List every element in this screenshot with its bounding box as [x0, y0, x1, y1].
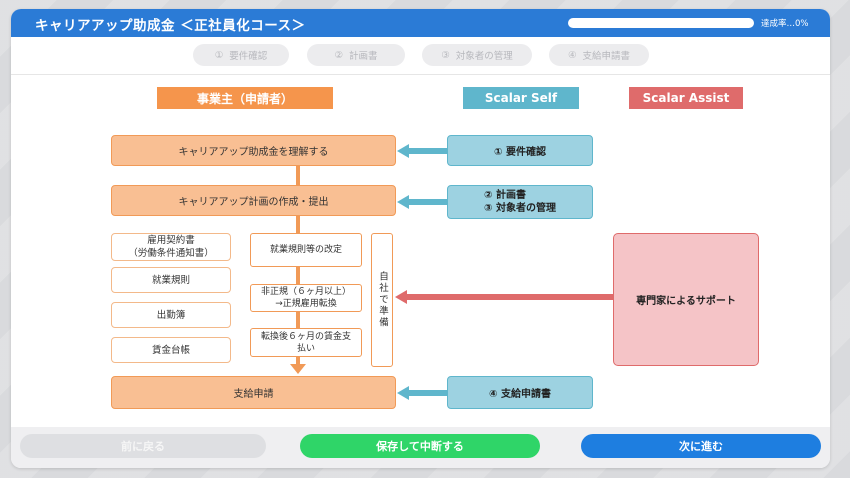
step-tab-application[interactable]: ④ 支給申請書: [549, 44, 649, 66]
arrow-expert-support-head: [395, 290, 407, 304]
progress-label: 達成率…0%: [761, 19, 809, 29]
flow-apply-label: 支給申請: [233, 389, 274, 400]
header-divider: [11, 74, 830, 75]
step-label: 計画書: [349, 51, 378, 62]
arrow-plan: [409, 199, 447, 205]
step-label: 要件確認: [229, 51, 268, 62]
prep-rules-revision: 就業規則等の改定: [250, 233, 362, 267]
doc-work-rules: 就業規則: [111, 267, 231, 293]
app-window: キャリアアップ助成金 ＜正社員化コース＞ 達成率…0% ① 要件確認 ② 計画書…: [11, 9, 830, 468]
step-number: ③: [441, 49, 450, 61]
self-application-doc-label: ④ 支給申請書: [489, 389, 551, 400]
title-bar: キャリアアップ助成金 ＜正社員化コース＞ 達成率…0%: [11, 9, 830, 37]
flow-connector: [296, 216, 300, 233]
flow-connector: [296, 267, 300, 284]
self-plan-lines: ② 計画書 ③ 対象者の管理: [484, 189, 556, 215]
doc-attendance-label: 出勤簿: [156, 309, 186, 321]
flow-connector: [296, 310, 300, 328]
prep-wage-line1: 転換後６ヶ月の賃金支: [260, 331, 351, 342]
scalar-assist-column-header: Scalar Assist: [629, 87, 743, 109]
step-tab-requirements[interactable]: ① 要件確認: [193, 44, 289, 66]
arrow-requirement: [409, 148, 447, 154]
arrow-requirement-head: [397, 144, 409, 158]
scalar-self-column-header: Scalar Self: [463, 87, 579, 109]
doc-wage-ledger-label: 賃金台帳: [151, 344, 190, 356]
arrow-application-head: [397, 386, 409, 400]
doc-attendance: 出勤簿: [111, 302, 231, 328]
step-number: ②: [334, 49, 343, 61]
arrow-expert-support: [407, 294, 613, 300]
arrow-application: [409, 390, 447, 396]
assist-expert-support: 専門家によるサポート: [613, 233, 759, 366]
employer-column-header: 事業主（申請者）: [157, 87, 333, 109]
prep-conversion: 非正規（６ヶ月以上） →正規雇用転換: [250, 284, 362, 312]
step-tabs: ① 要件確認 ② 計画書 ③ 対象者の管理 ④ 支給申請書: [11, 44, 830, 70]
doc-contract-line1: 雇用契約書: [147, 235, 195, 246]
flow-understand-label: キャリアアップ助成金を理解する: [178, 147, 329, 158]
flow-apply: 支給申請: [111, 376, 396, 409]
arrow-plan-head: [397, 195, 409, 209]
doc-employment-contract: 雇用契約書 （労働条件通知書）: [111, 233, 231, 261]
step-tab-target-management[interactable]: ③ 対象者の管理: [422, 44, 532, 66]
save-and-pause-button[interactable]: 保存して中断する: [300, 434, 540, 458]
back-button[interactable]: 前に戻る: [20, 434, 266, 458]
self-application-doc: ④ 支給申請書: [447, 376, 593, 409]
progress-bar: [568, 18, 754, 28]
doc-work-rules-label: 就業規則: [151, 274, 190, 286]
self-requirement-check: ① 要件確認: [447, 135, 593, 166]
flow-plan-label: キャリアアップ計画の作成・提出: [178, 197, 329, 208]
doc-contract-line2: （労働条件通知書）: [128, 248, 214, 259]
step-number: ④: [567, 49, 577, 61]
prep-conversion-line1: 非正規（６ヶ月以上）: [260, 287, 351, 297]
prep-wage-line2: 払い: [296, 343, 315, 354]
page-title: キャリアアップ助成金 ＜正社員化コース＞: [35, 18, 306, 34]
flow-plan: キャリアアップ計画の作成・提出: [111, 185, 396, 216]
step-number: ①: [214, 49, 224, 61]
flow-connector: [296, 355, 300, 365]
prep-conversion-line2: →正規雇用転換: [275, 299, 337, 309]
prep-wage-payment: 転換後６ヶ月の賃金支 払い: [250, 328, 362, 357]
flow-understand: キャリアアップ助成金を理解する: [111, 135, 396, 166]
self-plan-line2: ③ 対象者の管理: [484, 203, 556, 214]
self-plan-management: ② 計画書 ③ 対象者の管理: [447, 185, 593, 219]
doc-wage-ledger: 賃金台帳: [111, 337, 231, 363]
self-prep-label: 自社で準備: [371, 233, 393, 367]
self-plan-line1: ② 計画書: [484, 190, 526, 201]
flow-down-arrow: [290, 364, 306, 374]
assist-expert-support-label: 専門家によるサポート: [636, 296, 736, 307]
prep-rules-revision-label: 就業規則等の改定: [269, 245, 342, 255]
flow-connector: [296, 166, 300, 186]
step-tab-plan[interactable]: ② 計画書: [307, 44, 405, 66]
next-button[interactable]: 次に進む: [581, 434, 821, 458]
step-label: 対象者の管理: [455, 51, 513, 62]
self-requirement-check-label: ① 要件確認: [494, 147, 546, 158]
step-label: 支給申請書: [582, 51, 631, 62]
footer-bar: 前に戻る 保存して中断する 次に進む: [11, 427, 830, 468]
